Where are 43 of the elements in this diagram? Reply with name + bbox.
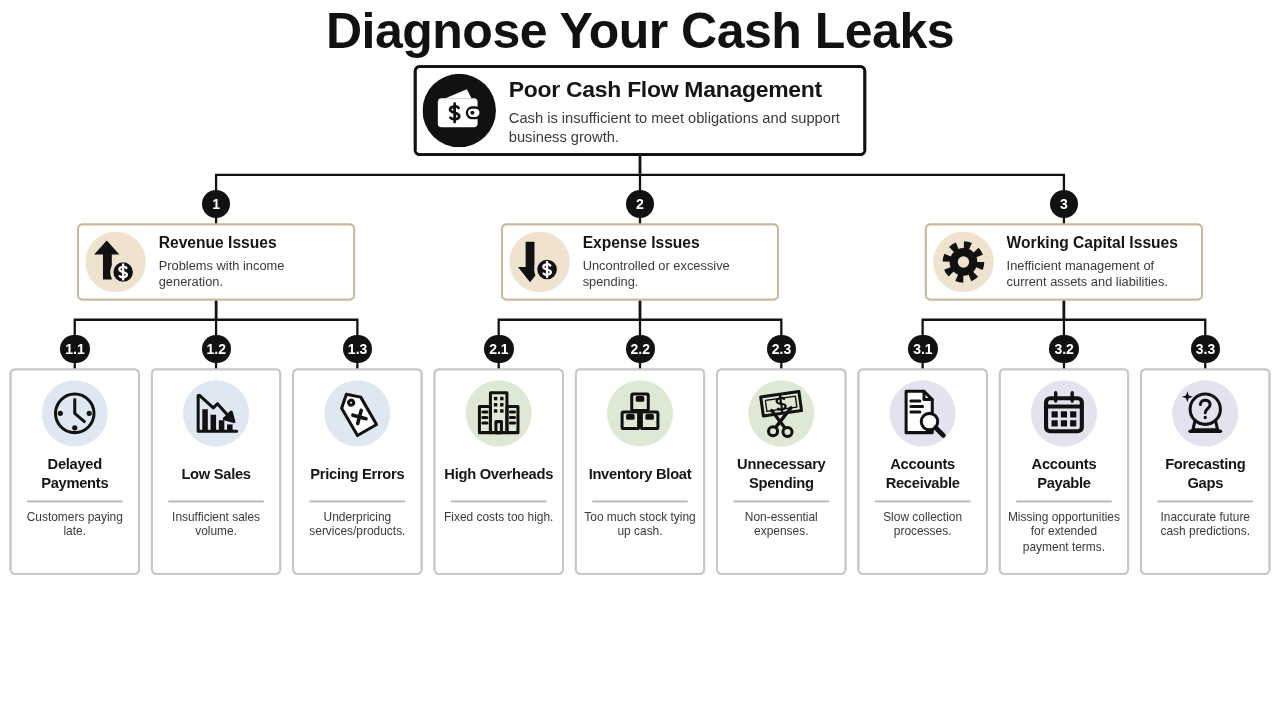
card-heading: Pricing Errors [310,464,405,484]
number-badge: 2 [626,190,654,219]
connector-line [1062,298,1207,371]
card-description: Uncontrolled or excessive spending. [582,257,731,291]
card-heading: Inventory Bloat [588,464,692,484]
number-badge: 1.2 [201,335,231,364]
number-badge: 3 [1049,190,1078,219]
card-description: Too much stock tying up cash. [583,509,697,540]
card-description: Slow collection processes. [882,509,964,540]
number-badge: 1 [202,190,231,219]
title: Diagnose Your Cash Leaks [325,4,954,59]
connector-line [638,298,783,371]
card-description: Insufficient sales volume. [171,509,262,540]
number-badge: 1.3 [342,335,373,364]
number-badge: 1.1 [60,335,90,364]
number-badge: 2.1 [484,335,514,364]
card-description: Problems with income generation. [158,257,286,291]
card-description: Cash is insufficient to meet obligations and support business growth. [508,109,841,147]
card-heading: High Overheads [444,464,554,484]
number-badge: 3.3 [1190,335,1221,364]
card-heading: Delayed Payments [40,455,110,493]
card-description: Inefficient management of current assets and liabilities. [1006,257,1169,291]
connector-line [214,298,359,371]
card-description: Inaccurate future cash predictions. [1159,509,1251,540]
card-heading: Accounts Receivable [884,455,961,493]
number-badge: 2.2 [625,335,655,364]
card-description: Fixed costs too high. [443,509,554,525]
card-heading: Unnecessary Spending [736,455,827,493]
card-heading: Expense Issues [582,233,700,254]
card-description: Customers paying late. [25,509,124,540]
number-badge: 3.1 [908,335,938,364]
card-description: Non-essential expenses. [743,509,819,540]
card-heading: Revenue Issues [158,233,277,254]
card-heading: Poor Cash Flow Management [508,74,822,104]
card-heading: Forecasting Gaps [1164,455,1247,493]
card-description: Missing opportunities for extended payment terms. [1007,509,1121,555]
card-heading: Working Capital Issues [1006,233,1178,254]
problem-card [413,65,867,156]
card-heading: Low Sales [181,464,251,484]
number-badge: 2.3 [766,335,797,364]
card-heading: Accounts Payable [1030,455,1098,493]
card-description: Underpricing services/products. [308,509,407,540]
number-badge: 3.2 [1049,335,1079,364]
